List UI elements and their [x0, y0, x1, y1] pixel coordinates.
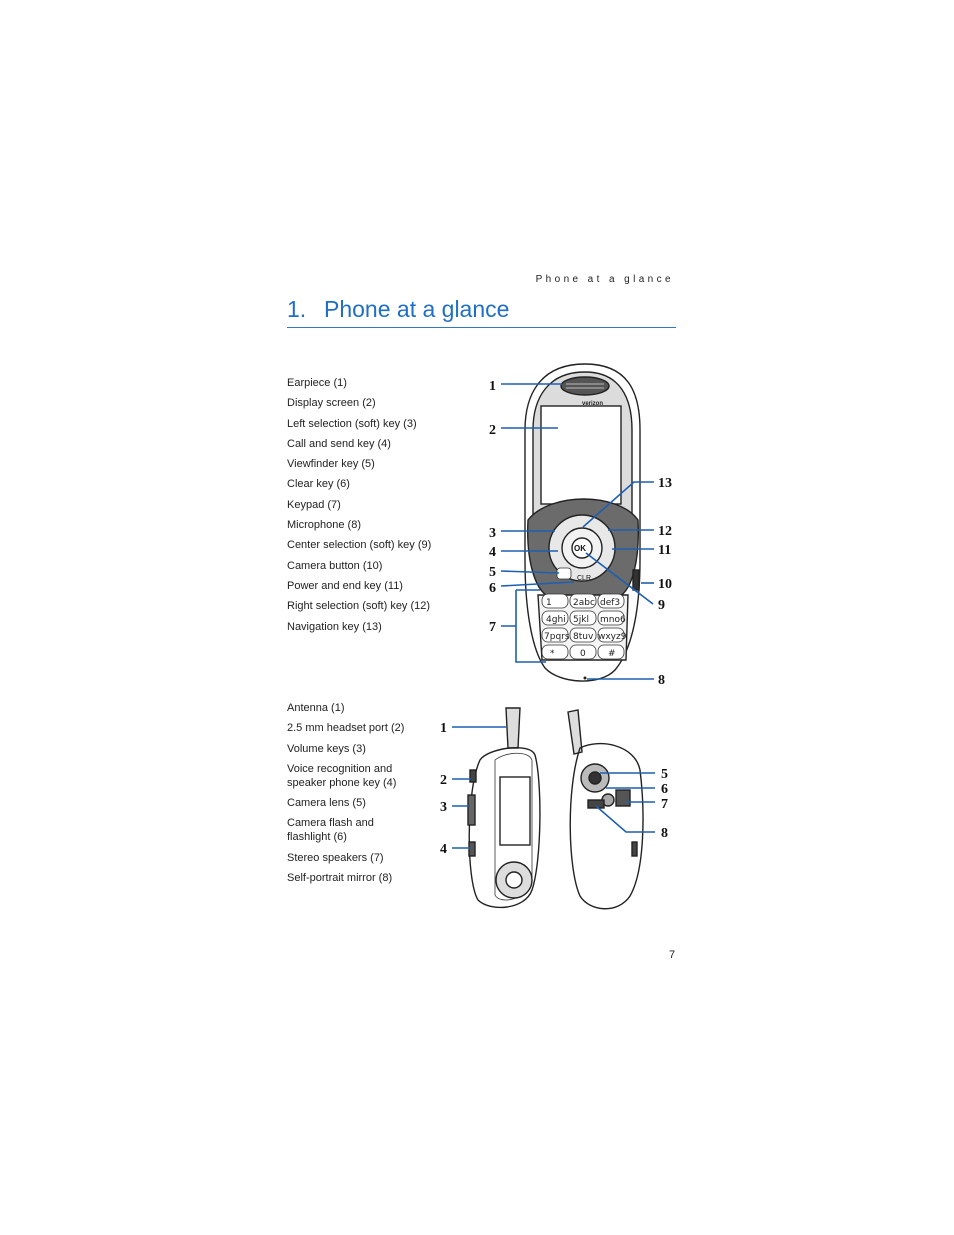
chapter-title: 1. Phone at a glance — [287, 296, 676, 328]
list-item: Center selection (soft) key (9) — [287, 539, 432, 552]
key-label: # — [608, 649, 616, 659]
ok-key-label: OK — [574, 544, 586, 553]
key-label: * — [550, 649, 555, 659]
list-item: Volume keys (3) — [287, 742, 366, 755]
key-label: 7pqrs — [544, 632, 570, 642]
list-item: Stereo speakers (7) — [287, 851, 384, 864]
key-label: 2abc — [573, 598, 595, 608]
callout-number: 2 — [489, 423, 496, 438]
running-header: Phone at a glance — [535, 274, 674, 285]
key-label: 8tuv — [573, 632, 594, 642]
callout-number: 11 — [658, 543, 671, 558]
callout-number: 4 — [440, 842, 447, 857]
callout-number: 5 — [661, 767, 668, 782]
phone-front-body: verizon OK CLR 1 2abc def3 4ghi 5jkl — [524, 363, 641, 682]
page-number: 7 — [669, 949, 676, 961]
front-callout-lines — [500, 383, 654, 680]
list-item: Power and end key (11) — [287, 579, 403, 592]
list-item: Viewfinder key (5) — [287, 458, 375, 471]
key-label: 5jkl — [573, 615, 589, 625]
list-item: Microphone (8) — [287, 519, 361, 532]
callout-number: 8 — [661, 826, 668, 841]
chapter-title-text: Phone at a glance — [324, 296, 510, 322]
callout-number: 4 — [489, 545, 496, 560]
phone-side-left-view — [467, 707, 541, 909]
key-label: mno6 — [600, 615, 626, 625]
callout-number: 8 — [658, 673, 665, 688]
list-item: Antenna (1) — [287, 702, 345, 714]
list-item: Camera flash and flashlight (6) — [287, 817, 374, 844]
list-item: Display screen (2) — [287, 397, 376, 410]
list-item: Self-portrait mirror (8) — [287, 872, 393, 885]
key-label: wxyz9 — [598, 632, 627, 642]
callout-number: 12 — [658, 524, 672, 539]
clear-key-label: CLR — [577, 575, 591, 582]
key-label: 0 — [580, 649, 586, 659]
list-item: Navigation key (13) — [287, 620, 382, 633]
side-parts-list: Antenna (1) 2.5 mm headset port (2) Volu… — [287, 701, 407, 891]
callout-number: 6 — [489, 581, 496, 596]
callout-number: 2 — [440, 773, 447, 788]
list-item: Call and send key (4) — [287, 437, 391, 450]
chapter-number: 1. — [287, 296, 307, 322]
key-label: 1 — [546, 598, 552, 608]
list-item: 2.5 mm headset port (2) — [287, 722, 405, 735]
key-label: def3 — [600, 598, 620, 608]
front-callout-numbers: 1 2 3 4 5 6 7 8 9 10 11 12 13 — [489, 379, 672, 688]
keypad: 1 2abc def3 4ghi 5jkl mno6 7pqrs 8tuv wx… — [541, 593, 627, 660]
callout-number: 9 — [658, 598, 665, 613]
callout-number: 1 — [489, 379, 496, 394]
callout-number: 3 — [489, 526, 496, 541]
list-item: Keypad (7) — [287, 498, 341, 511]
callout-number: 13 — [658, 476, 672, 491]
list-item: Camera lens (5) — [287, 797, 366, 810]
list-item: Earpiece (1) — [287, 377, 347, 389]
callout-number: 6 — [661, 782, 668, 797]
callout-number: 5 — [489, 565, 496, 580]
callout-number: 1 — [440, 721, 447, 736]
list-item: Clear key (6) — [287, 478, 350, 491]
phone-back-view — [567, 709, 644, 910]
list-item: Camera button (10) — [287, 559, 383, 572]
side-callout-numbers: 1 2 3 4 5 6 7 8 — [440, 721, 668, 857]
callout-number: 10 — [658, 577, 672, 592]
front-parts-list: Earpiece (1) Display screen (2) Left sel… — [287, 376, 431, 640]
callout-number: 7 — [661, 797, 668, 812]
list-item: Voice recognition and speaker phone key … — [287, 762, 397, 789]
list-item: Right selection (soft) key (12) — [287, 600, 431, 613]
brand-logo-text: verizon — [582, 401, 603, 407]
callout-number: 3 — [440, 800, 447, 815]
list-item: Left selection (soft) key (3) — [287, 417, 417, 430]
callout-number: 7 — [489, 620, 496, 635]
side-callout-lines — [452, 726, 655, 849]
key-label: 4ghi — [546, 615, 566, 625]
